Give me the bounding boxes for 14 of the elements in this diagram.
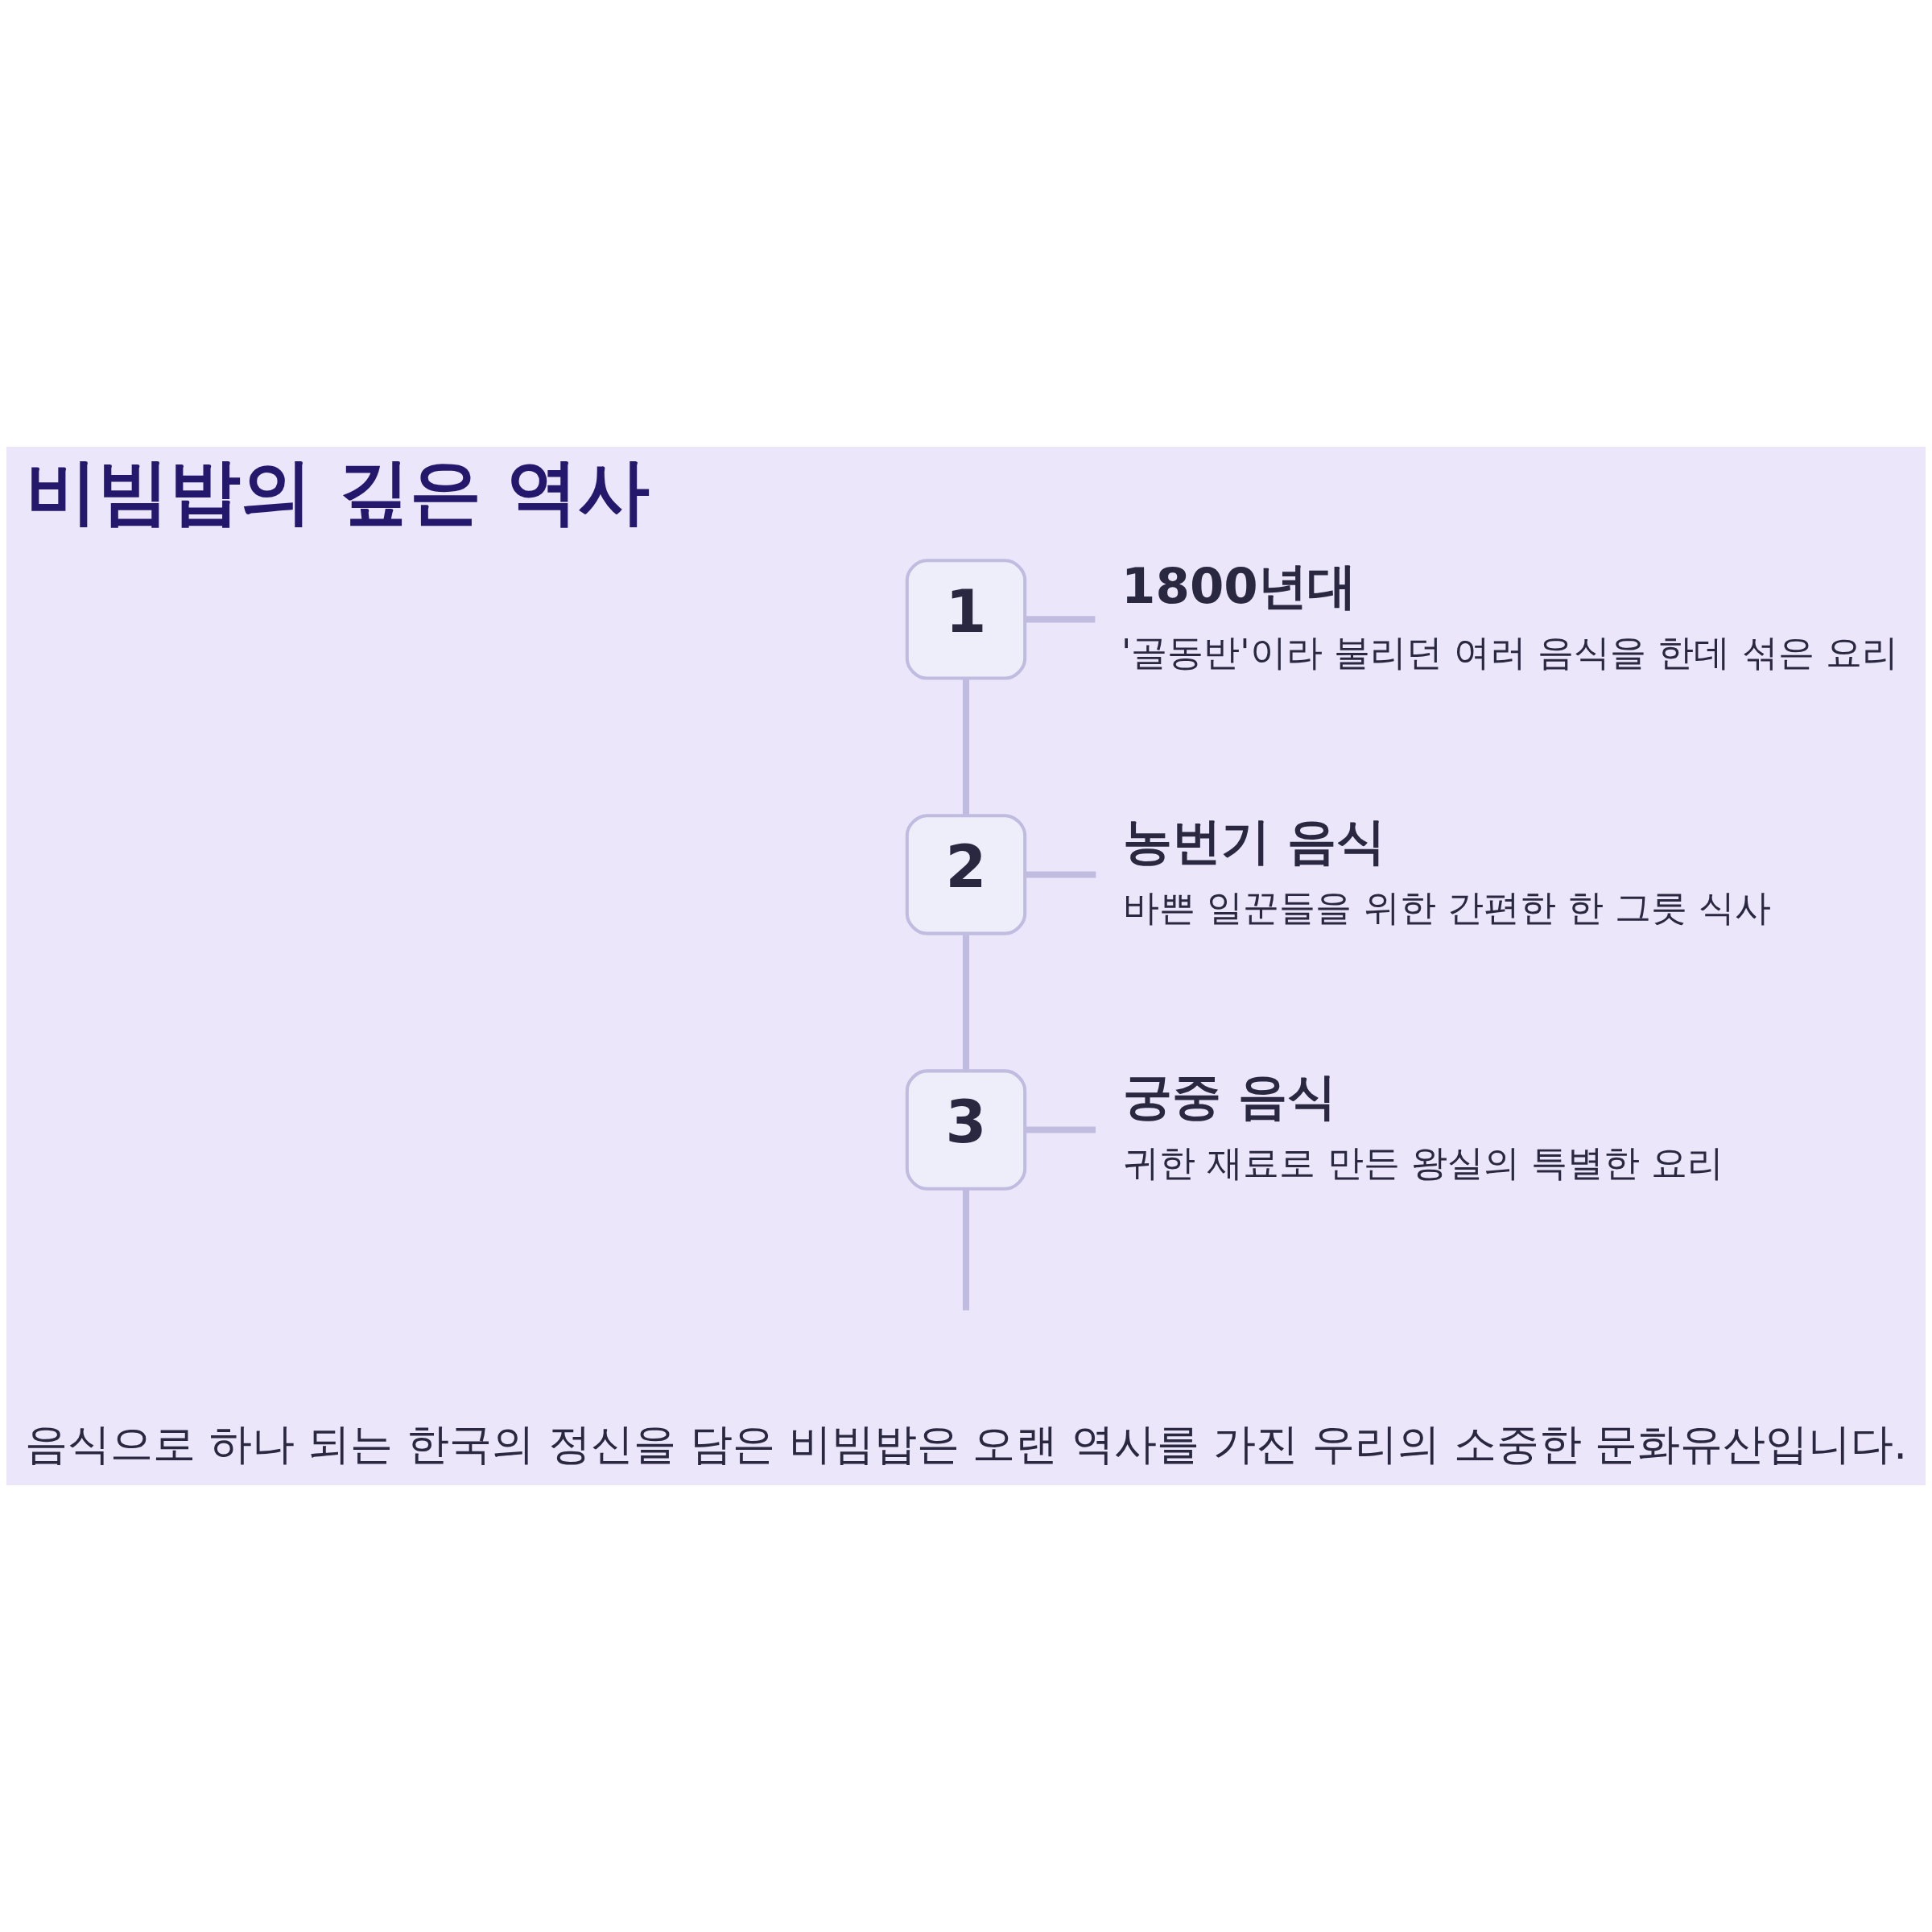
connector [962,934,970,1071]
node-text: 농번기 음식 바쁜 일꾼들을 위한 간편한 한 그릇 식사 [1123,812,1772,929]
node-box: 1 [905,559,1027,680]
node-text: 1800년대 '골동반'이라 불리던 여러 음식을 한데 섞은 요리 [1121,557,1898,674]
diagram-title: 비빔밥의 깊은 역사 [26,448,650,533]
connector [1025,616,1096,623]
connector [962,1189,970,1311]
caption: 음식으로 하나 되는 한국의 정신을 담은 비빔밥은 오랜 역사를 가진 우리의 소중한 문화유산입니다. [24,1419,1908,1469]
connector [1025,871,1096,878]
node-box: 2 [905,814,1027,935]
node-box: 3 [905,1069,1027,1191]
connector [1025,1126,1096,1133]
node-text: 궁중 음식 귀한 재료로 만든 왕실의 특별한 요리 [1123,1067,1724,1184]
connector [962,679,970,815]
